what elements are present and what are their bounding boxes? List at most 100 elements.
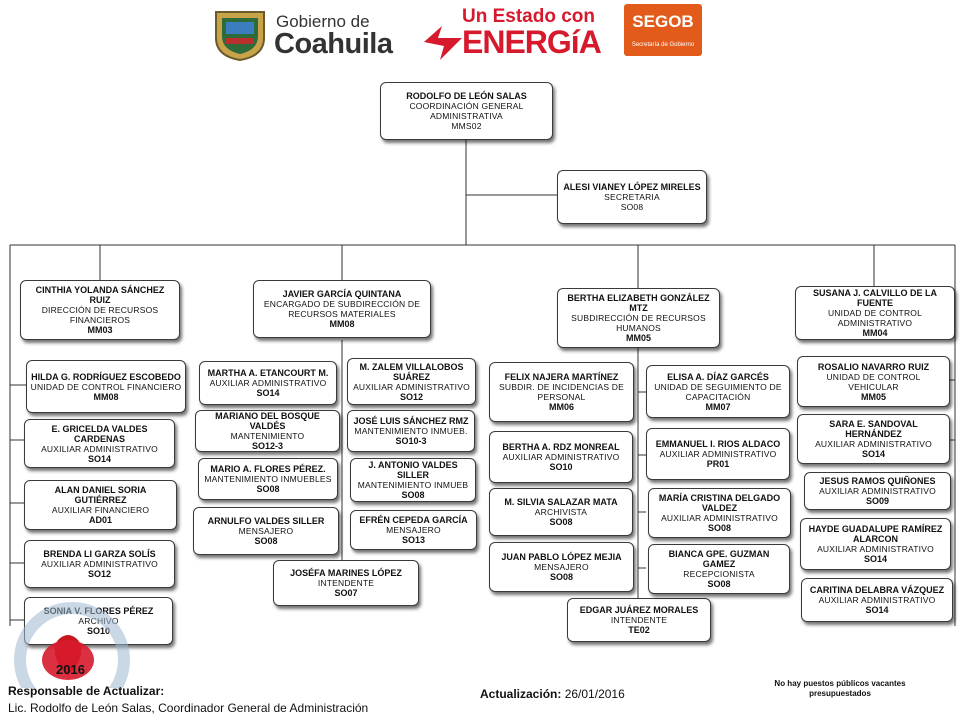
mario-title: MANTENIMIENTO INMUEBLES (204, 474, 332, 484)
elisa-name: ELISA A. DÍAZ GARCÉS (667, 371, 769, 382)
antonio-name: J. ANTONIO VALDES SILLER (368, 460, 458, 480)
gricelda-title: AUXILIAR ADMINISTRATIVO (41, 443, 158, 454)
arnulfo-code: SO08 (254, 536, 278, 546)
jose-title: MANTENIMIENTO INMUEB. (354, 426, 468, 436)
silvia-code: SO08 (549, 517, 573, 527)
susana-code: MM04 (862, 328, 888, 338)
org-box-susana: SUSANA J. CALVILLO DE LA FUENTE UNIDAD D… (795, 286, 955, 340)
org-box-elisa: ELISA A. DÍAZ GARCÉS UNIDAD DE SEGUIMIEN… (646, 365, 790, 418)
emmanuel-code: PR01 (706, 459, 730, 469)
mario-code: SO08 (256, 484, 280, 494)
antonio-title: MANTENIMIENTO INMUEB (357, 480, 469, 490)
org-box-felix: FELIX NAJERA MARTÍNEZ SUBDIR. DE INCIDEN… (489, 362, 634, 422)
org-box-josefa: JOSÉFA MARINES LÓPEZ INTENDENTE SO07 (273, 560, 419, 606)
org-box-edgar: EDGAR JUÁREZ MORALES INTENDENTE TE02 (567, 598, 711, 642)
org-box-antonio: J. ANTONIO VALDES SILLER MANTENIMIENTO I… (350, 458, 476, 502)
sonia-code: SO10 (86, 626, 110, 636)
anniversary-badge: 2016 (8, 600, 130, 688)
coahuila-logo-line1: Gobierno de (276, 12, 370, 31)
efren-code: SO13 (401, 535, 425, 545)
mariano-title: MANTENIMIENTO (230, 431, 305, 441)
org-box-efren: EFRÉN CEPEDA GARCÍA MENSAJERO SO13 (350, 510, 477, 550)
juan-title: MENSAJERO (534, 562, 589, 572)
juan-name: JUAN PABLO LÓPEZ MEJIA (501, 552, 622, 562)
brenda-name: BRENDA LI GARZA SOLÍS (43, 549, 156, 559)
hayde-title: AUXILIAR ADMINISTRATIVO (817, 544, 934, 554)
org-box-juan: JUAN PABLO LÓPEZ MEJIA MENSAJERO SO08 (489, 542, 634, 592)
org-box-brenda: BRENDA LI GARZA SOLÍS AUXILIAR ADMINISTR… (24, 540, 175, 588)
org-box-emmanuel: EMMANUEL I. RIOS ALDACO AUXILIAR ADMINIS… (646, 428, 790, 480)
org-box-secretary: ALESI VIANEY LÓPEZ MIRELES SECRETARIA SO… (557, 170, 707, 224)
director-title: COORDINACIÓN GENERAL ADMINISTRATIVA (409, 101, 524, 121)
jesus-name: JESUS RAMOS QUIÑONES (819, 476, 936, 486)
juan-code: SO08 (549, 572, 573, 582)
elisa-code: MM07 (705, 401, 731, 412)
energia-logo-line1: Un Estado con (462, 6, 596, 27)
martha-title: AUXILIAR ADMINISTRATIVO (209, 378, 327, 388)
bertha-elizabeth-title: SUBDIRECCIÓN DE RECURSOS HUMANOS (571, 313, 706, 333)
alan-code: AD01 (88, 515, 112, 525)
org-box-gricelda: E. GRICELDA VALDES CARDENAS AUXILIAR ADM… (24, 419, 175, 468)
bertha-elizabeth-code: MM05 (625, 333, 651, 343)
hilda-name: HILDA G. RODRÍGUEZ ESCOBEDO (31, 371, 181, 382)
org-box-caritina: CARITINA DELABRA VÁZQUEZ AUXILIAR ADMINI… (801, 578, 953, 622)
martha-name: MARTHA A. ETANCOURT M. (207, 368, 329, 378)
maria-title: AUXILIAR ADMINISTRATIVO (661, 513, 778, 523)
responsible-name: Lic. Rodolfo de León Salas, Coordinador … (8, 701, 369, 715)
caritina-name: CARITINA DELABRA VÁZQUEZ (809, 585, 945, 595)
jesus-code: SO09 (865, 496, 889, 506)
brenda-title: AUXILIAR ADMINISTRATIVO (41, 559, 158, 569)
brenda-code: SO12 (87, 569, 111, 579)
rosalio-title: UNIDAD DE CONTROL VEHICULAR (826, 371, 921, 392)
bertha-rdz-title: AUXILIAR ADMINISTRATIVO (502, 452, 620, 462)
susana-name: SUSANA J. CALVILLO DE LA FUENTE (812, 288, 937, 308)
org-box-mariano: MARIANO DEL BOSQUE VALDÉS MANTENIMIENTO … (195, 410, 340, 452)
coahuila-logo: Gobierno de Coahuila (210, 8, 405, 62)
mario-name: MARIO A. FLORES PÉREZ. (210, 464, 326, 474)
energia-logo: Un Estado con ENERGíA (418, 4, 608, 62)
secretary-name: ALESI VIANEY LÓPEZ MIRELES (563, 182, 701, 192)
bianca-code: SO08 (707, 579, 731, 589)
org-box-rosalio: ROSALIO NAVARRO RUIZ UNIDAD DE CONTROL V… (797, 356, 950, 407)
arnulfo-name: ARNULFO VALDES SILLER (207, 516, 325, 526)
badge-year: 2016 (56, 662, 85, 677)
jesus-title: AUXILIAR ADMINISTRATIVO (819, 486, 936, 496)
badge-emblem-icon (14, 602, 130, 688)
org-box-alan: ALAN DANIEL SORIA GUTIÉRREZ AUXILIAR FIN… (24, 480, 177, 530)
org-box-zalem: M. ZALEM VILLALOBOS SUÁREZ AUXILIAR ADMI… (347, 358, 476, 405)
efren-name: EFRÉN CEPEDA GARCÍA (359, 515, 468, 525)
org-box-jose: JOSÉ LUIS SÁNCHEZ RMZ MANTENIMIENTO INMU… (347, 410, 475, 452)
javier-name: JAVIER GARCÍA QUINTANA (282, 289, 402, 299)
alan-title: AUXILIAR FINANCIERO (51, 505, 150, 515)
org-box-mario: MARIO A. FLORES PÉREZ. MANTENIMIENTO INM… (198, 458, 338, 500)
segob-logo: SEGOB Secretaría de Gobierno (624, 4, 702, 56)
update-label: Actualización: (480, 687, 562, 701)
jose-name: JOSÉ LUIS SÁNCHEZ RMZ (353, 416, 469, 426)
energia-logo-line2: ENERGíA (462, 24, 602, 60)
maria-name: MARÍA CRISTINA DELGADO VALDEZ (658, 493, 781, 513)
zalem-code: SO12 (399, 391, 423, 402)
responsible-label: Responsable de Actualizar: (8, 684, 165, 698)
cinthia-code: MM03 (87, 325, 113, 335)
elisa-title: UNIDAD DE SEGUIMIENTO DE CAPACITACIÓN (654, 381, 782, 402)
hayde-code: SO14 (863, 554, 887, 564)
director-name: RODOLFO DE LEÓN SALAS (406, 91, 527, 101)
org-box-bertha-rdz: BERTHA A. RDZ MONREAL AUXILIAR ADMINISTR… (489, 431, 633, 483)
org-box-hayde: HAYDE GUADALUPE RAMÍREZ ALARCON AUXILIAR… (800, 518, 951, 570)
cinthia-title: DIRECCIÓN DE RECURSOS FINANCIEROS (41, 305, 159, 325)
org-box-javier: JAVIER GARCÍA QUINTANA ENCARGADO DE SUBD… (253, 280, 431, 338)
gricelda-name: E. GRICELDA VALDES CARDENAS (51, 423, 148, 444)
bertha-rdz-name: BERTHA A. RDZ MONREAL (502, 442, 620, 452)
secretary-code: SO08 (620, 202, 644, 212)
jose-code: SO10-3 (395, 436, 427, 446)
hilda-title: UNIDAD DE CONTROL FINANCIERO (30, 381, 182, 392)
org-box-bertha-elizabeth: BERTHA ELIZABETH GONZÁLEZ MTZ SUBDIRECCI… (557, 288, 720, 348)
org-box-sara: SARA E. SANDOVAL HERNÁNDEZ AUXILIAR ADMI… (797, 414, 950, 464)
bertha-elizabeth-name: BERTHA ELIZABETH GONZÁLEZ MTZ (567, 293, 710, 313)
alan-name: ALAN DANIEL SORIA GUTIÉRREZ (54, 485, 147, 505)
bertha-rdz-code: SO10 (549, 462, 573, 472)
emmanuel-title: AUXILIAR ADMINISTRATIVO (659, 449, 777, 459)
edgar-code: TE02 (628, 625, 650, 635)
caritina-title: AUXILIAR ADMINISTRATIVO (818, 595, 936, 605)
sara-name: SARA E. SANDOVAL HERNÁNDEZ (829, 419, 918, 439)
